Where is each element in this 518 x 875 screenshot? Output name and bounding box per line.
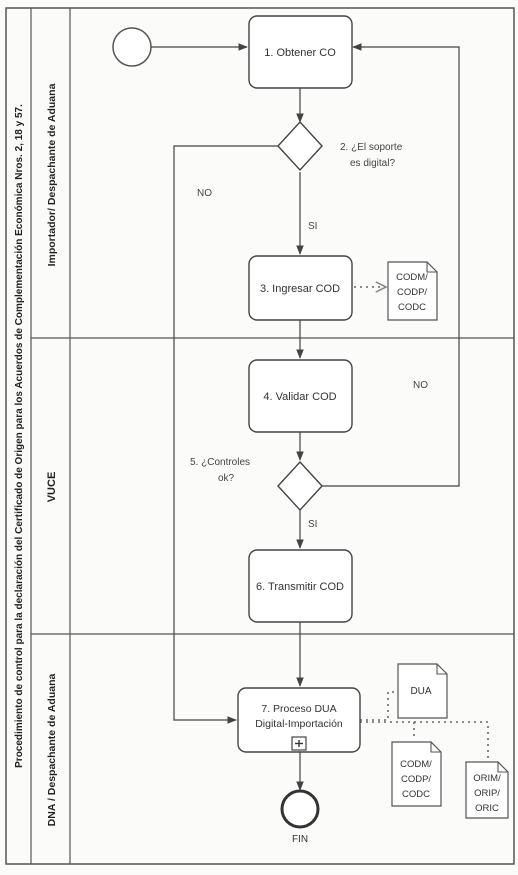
task-4: [248, 359, 353, 433]
gateway-1: [277, 120, 323, 172]
data-object-ori-line1: ORIM/: [473, 773, 501, 784]
assoc-7-to-orim: [414, 721, 489, 760]
flow-gw2-no: [322, 43, 460, 487]
task-3: [248, 255, 353, 321]
data-object-cod-2-line3: CODC: [402, 789, 430, 800]
branch-no-1: NO: [197, 188, 212, 199]
task-6: [248, 549, 353, 623]
data-object-cod-2-line1: CODM/: [400, 759, 432, 770]
data-object-cod-1-line2: CODP/: [397, 287, 427, 298]
lane-label-dna: DNA / Despachante de Aduana: [46, 674, 58, 827]
data-object-dua: [397, 663, 448, 719]
gateway-2: [277, 460, 323, 512]
start-event: [112, 27, 152, 67]
pool-border: [5, 7, 515, 865]
task-3-label: 3. Ingresar COD: [260, 283, 340, 295]
lane-label-importador: Importador/ Despachante de Aduana: [46, 83, 58, 266]
flow-gw1-no: [173, 145, 278, 724]
task-7: [237, 687, 361, 753]
task-1-label: 1. Obtener CO: [264, 47, 336, 59]
assoc-7-to-codm: [360, 721, 415, 740]
assoc-7-to-dua: [360, 691, 396, 721]
task-1: [248, 15, 353, 89]
data-object-cod-2-line2: CODP/: [401, 774, 431, 785]
data-object-cod-1-line3: CODC: [398, 302, 426, 313]
task-4-label: 4. Validar COD: [263, 391, 336, 403]
data-object-dua-label: DUA: [410, 686, 431, 697]
gateway-1-label-line2: es digital?: [350, 158, 395, 169]
data-object-cod-1-line1: CODM/: [396, 272, 428, 283]
branch-no-2: NO: [413, 380, 428, 391]
task-6-label: 6. Transmitir COD: [256, 581, 344, 593]
gateway-2-label-line2: ok?: [218, 473, 235, 484]
task-7-label-line1: 7. Proceso DUA: [261, 703, 336, 715]
data-object-cod-1: [387, 261, 438, 321]
end-event: [280, 789, 320, 829]
branch-si-1: SI: [308, 221, 317, 232]
data-object-ori-line2: ORIP/: [474, 788, 500, 799]
end-event-label: FIN: [292, 834, 308, 845]
task-7-label-line2: Digital-Importación: [255, 718, 343, 730]
gateway-2-label-line1: 5. ¿Controles: [190, 457, 250, 468]
data-object-cod-2: [391, 741, 442, 807]
branch-si-2: SI: [308, 519, 317, 530]
data-object-ori-line3: ORIC: [475, 803, 499, 814]
data-object-ori: [465, 761, 509, 819]
pool-title: Procedimiento de control para la declara…: [14, 104, 25, 768]
gateway-1-label-line1: 2. ¿El soporte: [340, 142, 403, 153]
lane-label-vuce: VUCE: [46, 472, 58, 503]
